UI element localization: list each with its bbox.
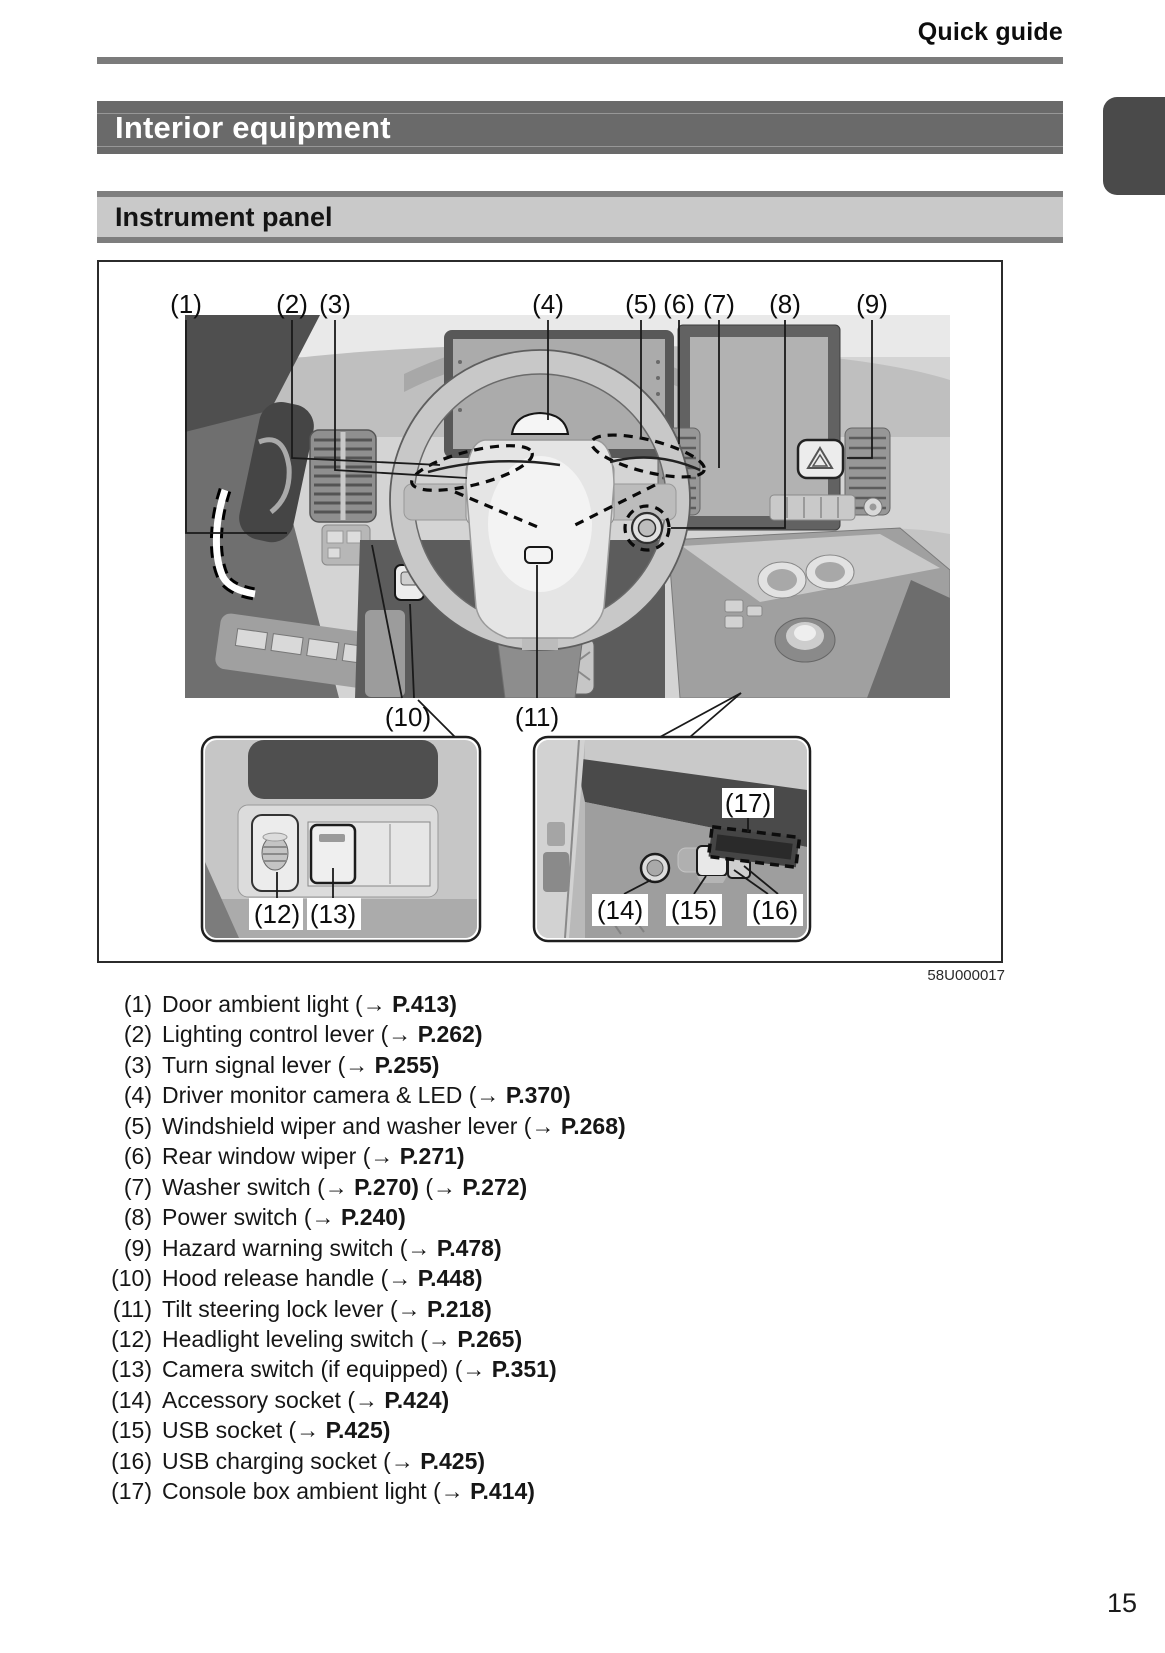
console-ambient-light-strip: [706, 824, 802, 870]
subsection-banner-top-strip: [97, 191, 1063, 197]
lighting-control-lever-outline: [410, 444, 561, 530]
driver-door: [185, 402, 389, 698]
legend-item: (15)USB socket (→ P.425): [111, 1417, 391, 1444]
legend-item: (17)Console box ambient light (→ P.414): [111, 1478, 535, 1505]
leader-lines: [185, 320, 873, 738]
callout-5: (5): [625, 289, 657, 319]
subsection-banner-bottom-strip: [97, 237, 1063, 243]
callout-3: (3): [319, 289, 351, 319]
legend-item: (14)Accessory socket (→ P.424): [111, 1386, 450, 1413]
callout-16: (16): [752, 895, 798, 925]
legend-item: (9)Hazard warning switch (→ P.478): [123, 1234, 502, 1261]
legend-item: (16)USB charging socket (→ P.425): [111, 1447, 486, 1474]
legend-item: (1)Door ambient light (→ P.413): [123, 991, 457, 1017]
climate-button-row: [769, 494, 883, 521]
page-number: 15: [1106, 1588, 1137, 1618]
power-switch: [623, 504, 671, 552]
subsection-banner: Instrument panel: [97, 191, 1063, 243]
legend-item: (4)Driver monitor camera & LED (→ P.370): [123, 1082, 571, 1109]
callout-2: (2): [276, 289, 308, 319]
kick-panel-speaker: [365, 610, 405, 697]
header-rule: [97, 57, 1063, 64]
legend-item: (6)Rear window wiper (→ P.271): [123, 1143, 465, 1170]
legend-item: (8)Power switch (→ P.240): [123, 1204, 406, 1231]
callout-15: (15): [671, 895, 717, 925]
callout-4: (4): [532, 289, 564, 319]
legend-item: (7)Washer switch (→ P.270) (→ P.272): [123, 1173, 528, 1200]
callout-10: (10): [385, 702, 431, 732]
left-air-vent: [309, 429, 377, 523]
legend-list: (1)Door ambient light (→ P.413) (2)Lighti…: [97, 989, 997, 1507]
legend-item: (5)Windshield wiper and washer lever (→ …: [123, 1112, 626, 1139]
driver-monitor-camera: [510, 411, 570, 435]
legend-item: (2)Lighting control lever (→ P.262): [123, 1021, 483, 1048]
camera-switch: [307, 821, 431, 887]
legend-item: (3)Turn signal lever (→ P.255): [123, 1051, 440, 1078]
inset-lower-dash: (12) (13): [200, 735, 482, 943]
inset-console: (17) (14) (15) (16): [532, 735, 812, 943]
callout-11: (11): [515, 702, 559, 732]
legend-item: (12)Headlight leveling switch (→ P.265): [111, 1325, 523, 1352]
legend-item: (13)Camera switch (if equipped) (→ P.351…: [111, 1356, 557, 1383]
legend-item: (10)Hood release handle (→ P.448): [111, 1265, 483, 1292]
figure-code: 58U000017: [927, 967, 1005, 984]
lower-dash-switch-panel: [321, 524, 371, 566]
instrument-panel-figure: (1) (2) (3) (4) (5) (6) (7) (8) (9) (10)…: [97, 260, 1003, 963]
accessory-socket: [639, 852, 671, 884]
chapter-tab: [1103, 97, 1165, 195]
subsection-title: Instrument panel: [115, 202, 333, 232]
callout-1: (1): [170, 289, 202, 319]
callout-7: (7): [703, 289, 735, 319]
headlight-leveling-switch: [251, 814, 299, 892]
callout-12: (12): [254, 899, 300, 929]
page-header-title: Quick guide: [917, 18, 1063, 46]
callout-labels: (1) (2) (3) (4) (5) (6) (7) (8) (9) (10)…: [170, 289, 888, 732]
instrument-panel-diagram: (1) (2) (3) (4) (5) (6) (7) (8) (9) (10)…: [170, 289, 950, 943]
callout-13: (13): [310, 899, 356, 929]
section-title: Interior equipment: [115, 110, 391, 145]
callout-14: (14): [597, 895, 643, 925]
callout-6: (6): [663, 289, 695, 319]
callout-9: (9): [856, 289, 888, 319]
callout-17: (17): [725, 788, 771, 818]
callout-8: (8): [769, 289, 801, 319]
section-banner: Interior equipment: [97, 101, 1063, 154]
hazard-warning-switch: [796, 438, 845, 480]
legend-item: (11)Tilt steering lock lever (→ P.218): [112, 1295, 492, 1322]
touchscreen-display: [677, 324, 841, 531]
tilt-steering-lock-lever: [524, 546, 553, 564]
dashboard-illustration: [185, 315, 950, 698]
center-console: [667, 527, 950, 698]
